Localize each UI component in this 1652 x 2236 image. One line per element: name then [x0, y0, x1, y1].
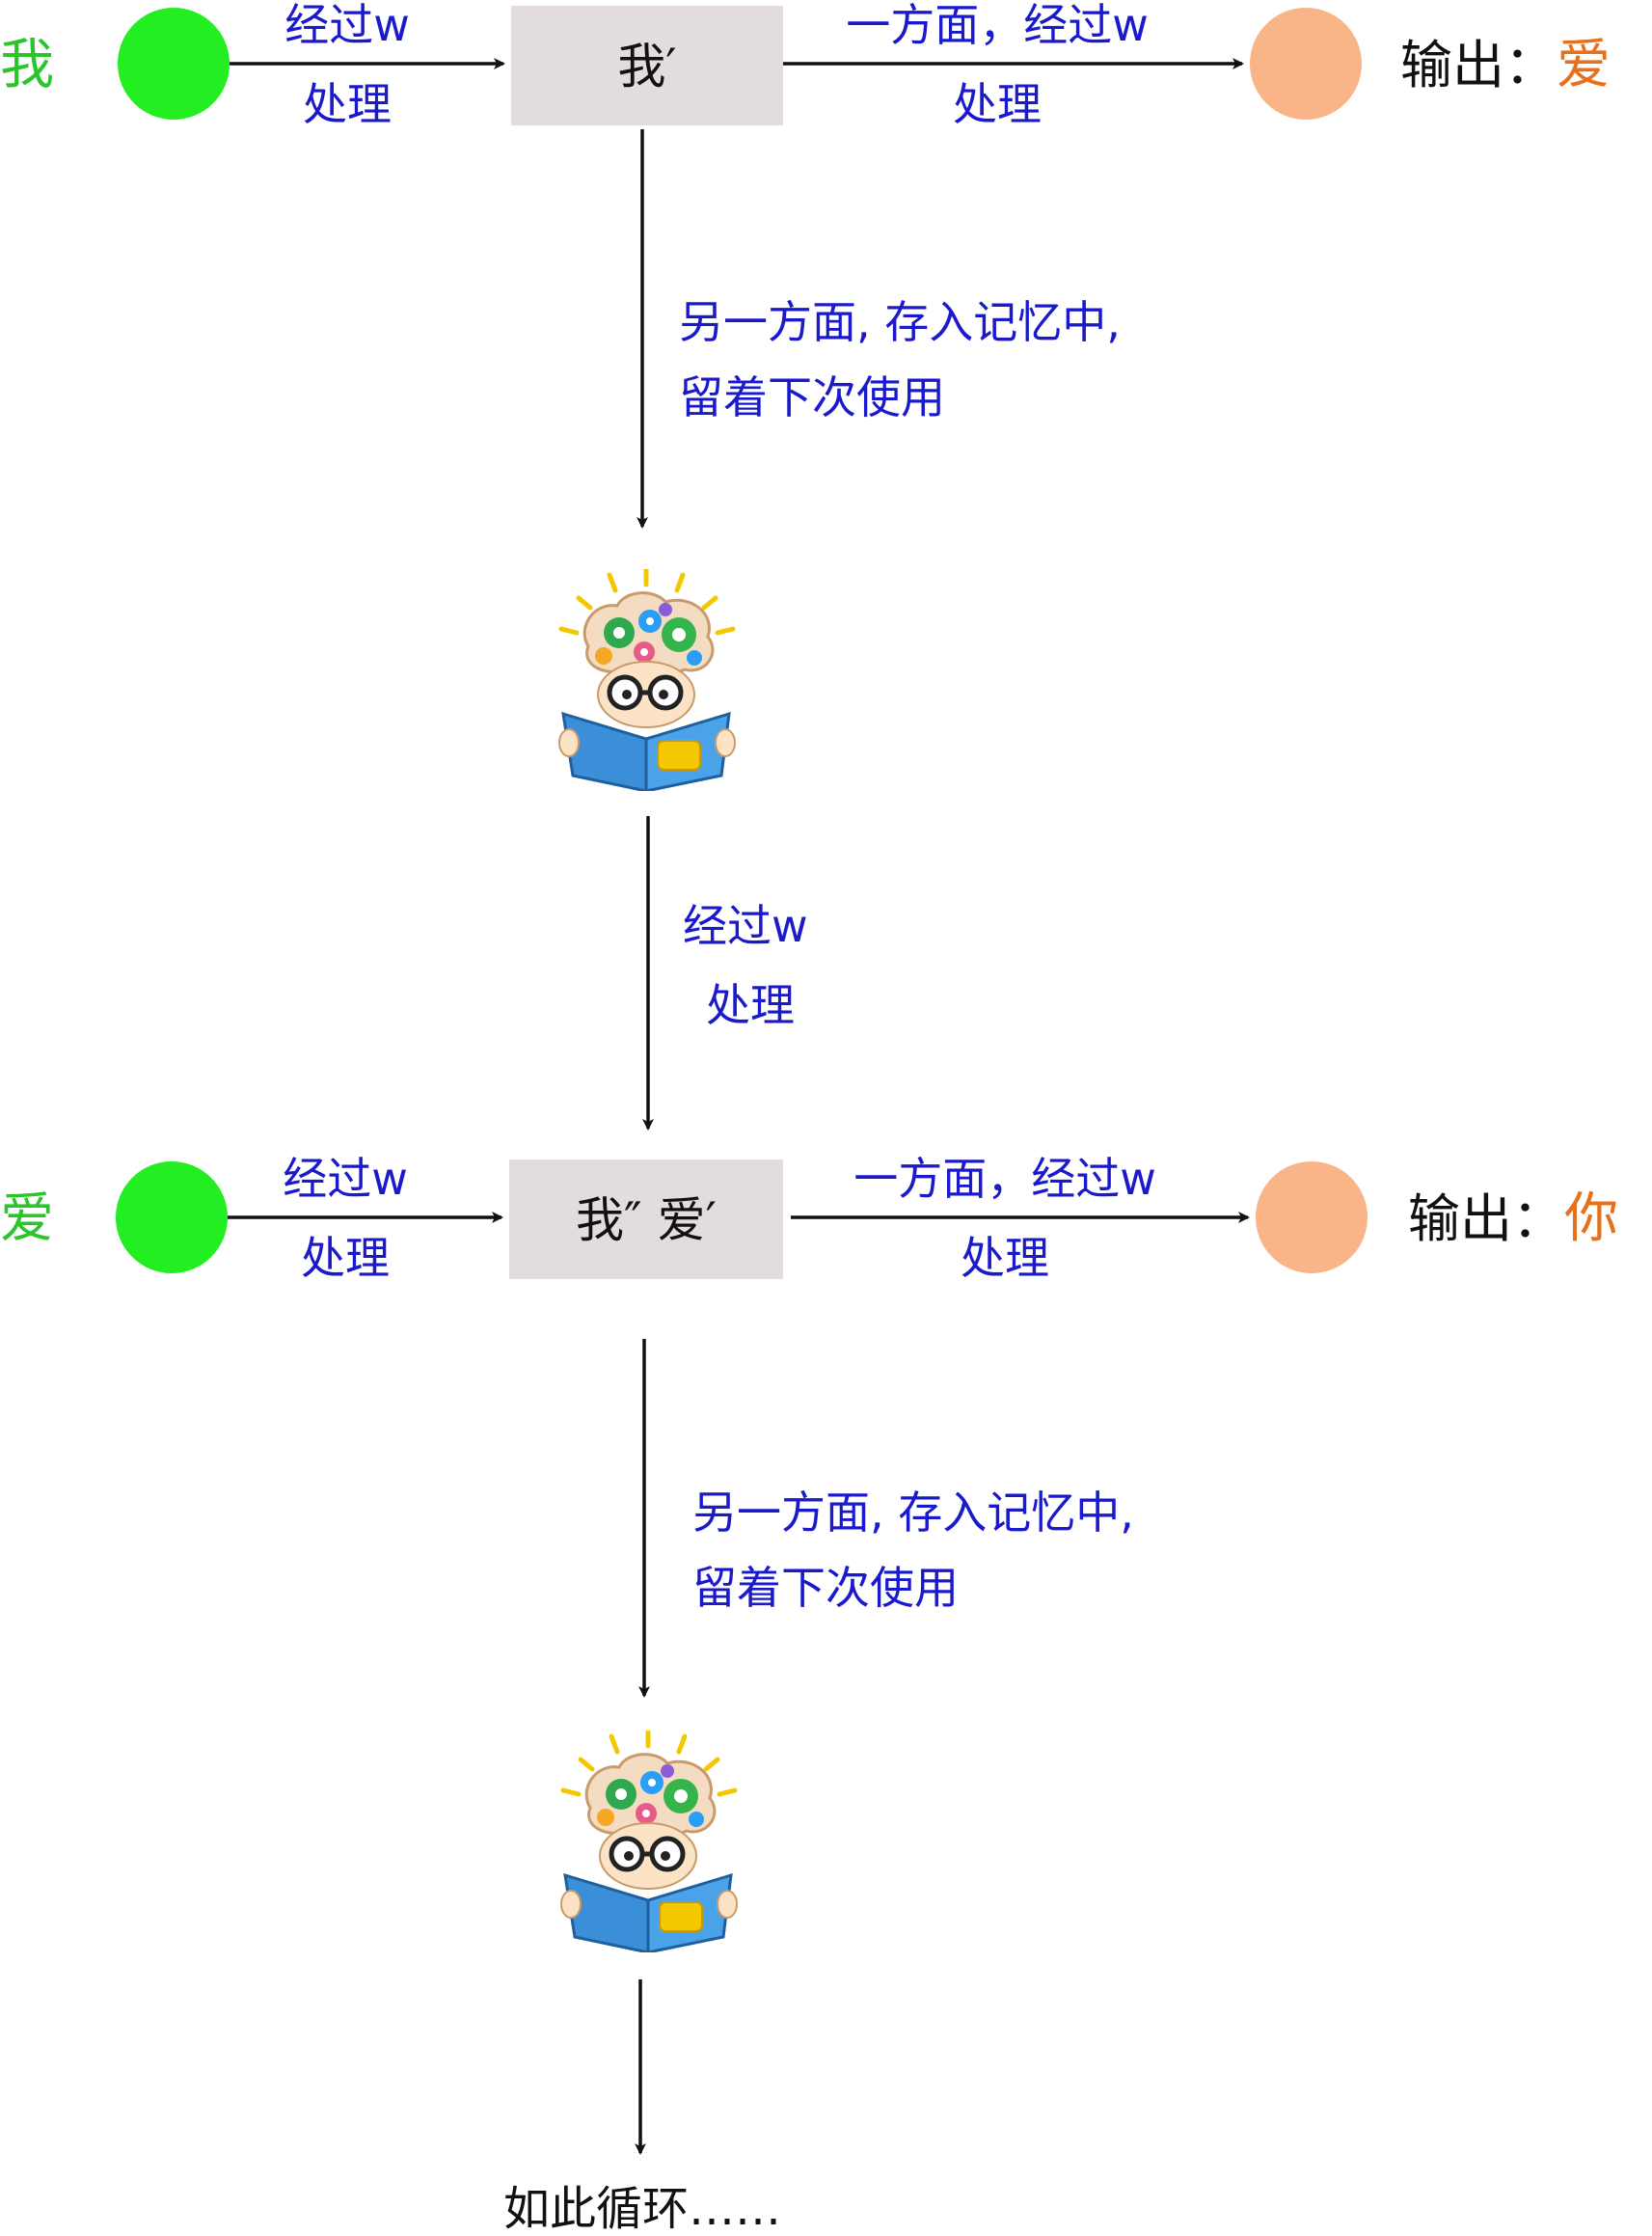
loop-section: 如此循环……	[503, 1979, 781, 2236]
memory-note-line2-2: 留着下次使用	[692, 1562, 959, 1614]
input-node-1	[118, 8, 230, 120]
input-char-1: 我	[0, 34, 54, 96]
arrow-out-bottom-label-2: 处理	[961, 1232, 1049, 1284]
stage-2: 爱 经过w 处理 我″ 爱′ 一方面，经过w 处理 输出：你 另一方面, 存入记…	[0, 1153, 1618, 1952]
hidden-state-box-1	[511, 6, 783, 125]
thinking-reader-icon-2	[561, 1731, 737, 1952]
thinking-reader-icon	[559, 569, 735, 791]
output-text-1: 输出：爱	[1400, 34, 1611, 96]
output-value-1: 爱	[1557, 34, 1611, 96]
output-text-2: 输出：你	[1408, 1187, 1618, 1250]
arrow-out-bottom-label-1: 处理	[953, 78, 1042, 130]
link-top-label: 经过w	[683, 900, 808, 952]
output-value-2: 你	[1564, 1187, 1618, 1250]
input-node-2	[116, 1161, 228, 1273]
output-node-1	[1250, 8, 1362, 120]
stage-1: 我 经过w 处理 我′ 一方面，经过w 处理 输出：爱 另一方面, 存入记忆中,…	[0, 0, 1611, 791]
output-node-2	[1256, 1161, 1368, 1273]
arrow-in-top-label-1: 经过w	[284, 0, 410, 51]
arrow-in-bottom-label-2: 处理	[301, 1232, 390, 1284]
arrow-in-top-label-2: 经过w	[283, 1153, 408, 1205]
output-prefix-2: 输出：	[1408, 1188, 1564, 1249]
hidden-state-label-2: 我″ 爱′	[576, 1192, 717, 1248]
memory-note-line2-1: 留着下次使用	[679, 371, 945, 423]
hidden-state-label-1: 我′	[617, 39, 676, 95]
link-bottom-label: 处理	[706, 979, 795, 1031]
memory-note-line1-2: 另一方面, 存入记忆中,	[692, 1486, 1134, 1539]
memory-note-line1-1: 另一方面, 存入记忆中,	[679, 296, 1121, 348]
arrow-out-top-label-1: 一方面，经过w	[846, 0, 1149, 51]
link-memory-to-stage-2: 经过w 处理	[642, 816, 808, 1131]
arrow-in-bottom-label-1: 处理	[303, 78, 392, 130]
arrow-out-top-label-2: 一方面，经过w	[853, 1153, 1156, 1205]
output-prefix-1: 输出：	[1400, 35, 1557, 95]
hidden-state-box-2	[509, 1159, 783, 1279]
loop-text: 如此循环……	[503, 2182, 781, 2236]
input-char-2: 爱	[0, 1187, 54, 1250]
